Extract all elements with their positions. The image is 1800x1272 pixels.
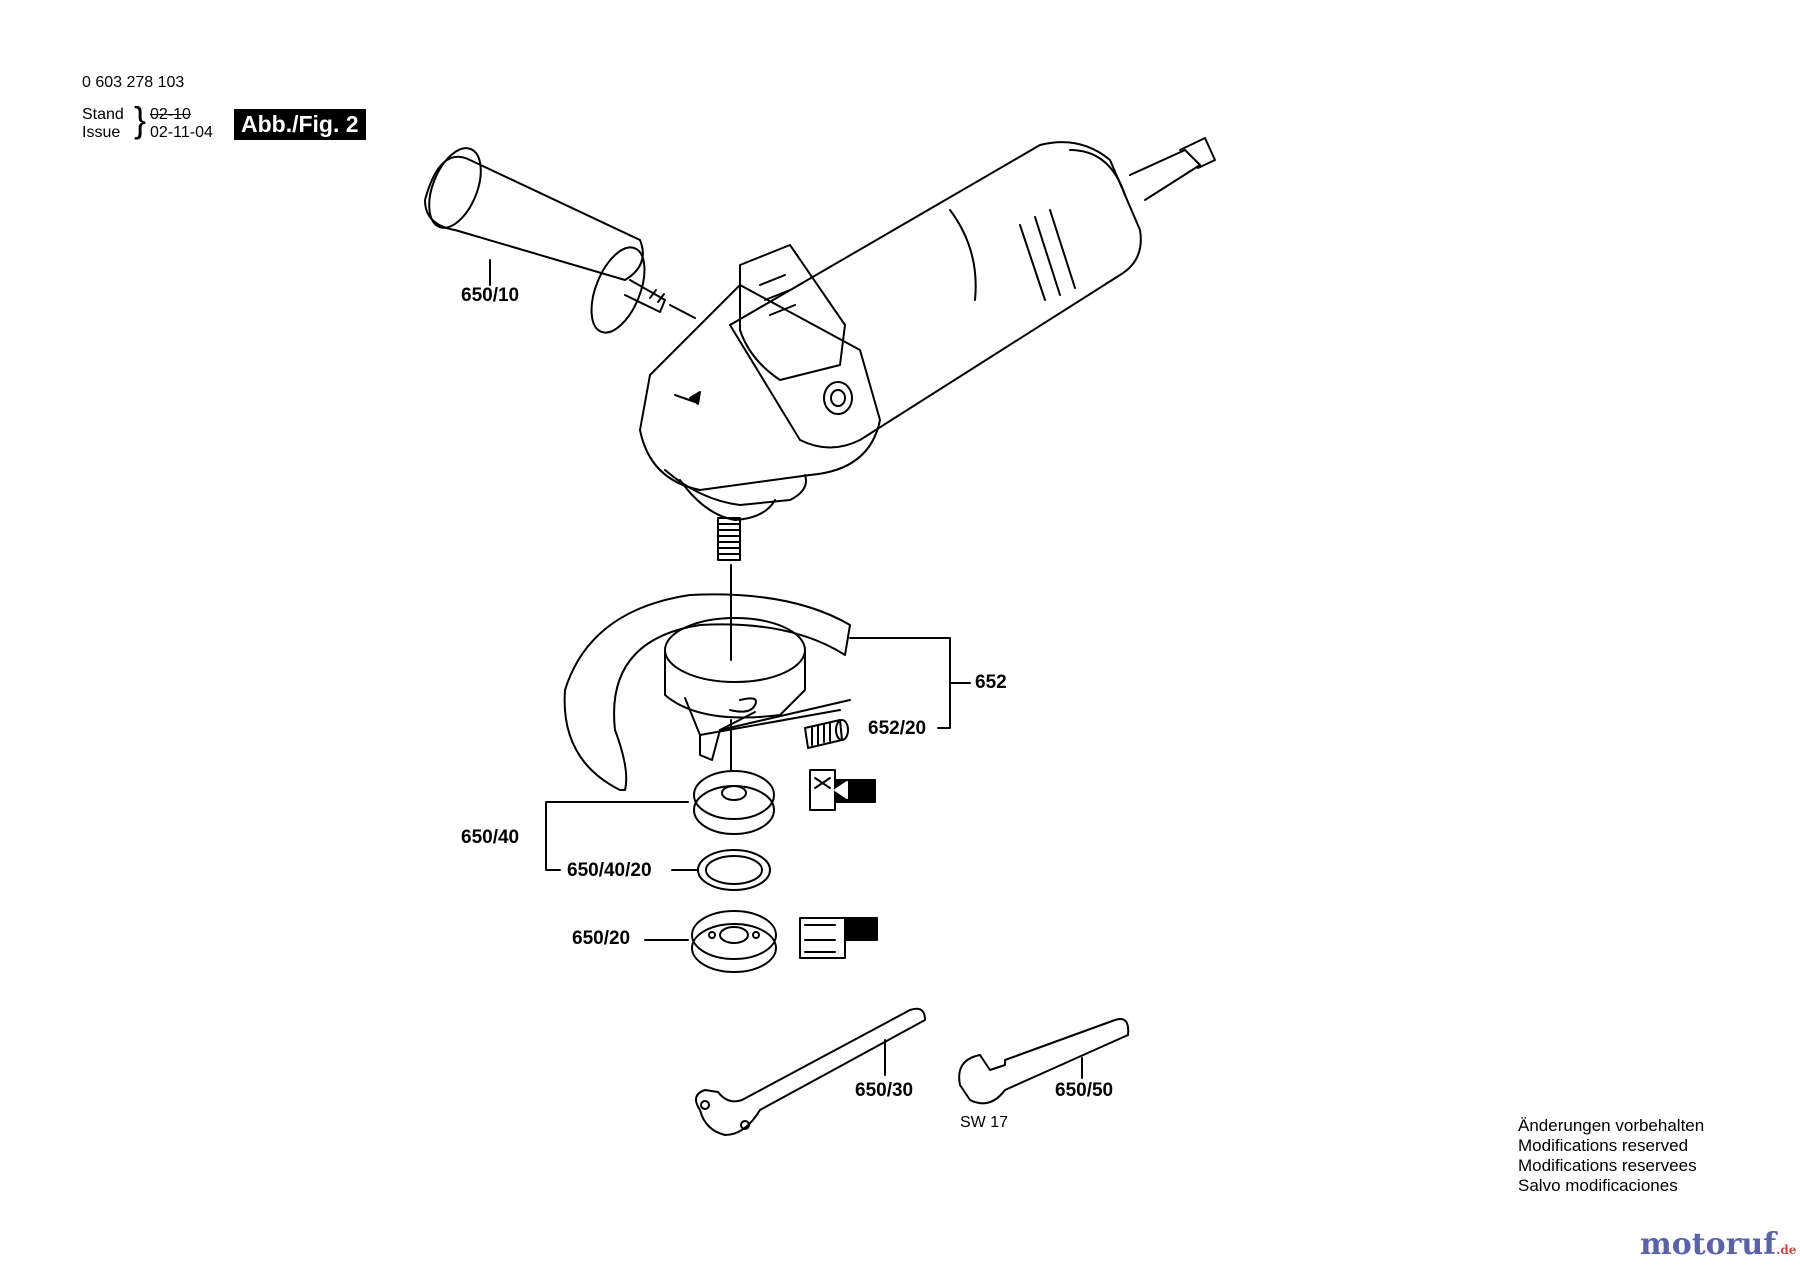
screw-drawing [804,719,849,749]
part-label-650-40-20: 650/40/20 [567,860,652,881]
watermark-logo: motoruf.de [1640,1227,1796,1262]
flange-drawing [693,769,876,835]
stand-label: Stand [82,106,124,123]
part-label-652-20: 652/20 [868,718,927,739]
part-label-650-50: 650/50 [1055,1080,1114,1101]
grinder-body-drawing [639,137,1216,561]
clamping-nut-drawing [691,910,878,973]
open-wrench-drawing [958,1018,1130,1105]
watermark-main: motoruf [1640,1227,1777,1262]
bracket-652 [849,637,951,729]
part-number: 0 603 278 103 [82,74,185,91]
issue-date: 02-11-04 [150,124,213,141]
watermark-suffix: .de [1776,1243,1797,1257]
modification-notes: Änderungen vorbehalten Modifications res… [1518,1116,1704,1196]
part-label-650-20: 650/20 [572,928,631,949]
old-date: 02-10 [150,106,191,123]
wrench-size-label: SW 17 [960,1114,1009,1131]
note-es: Salvo modificaciones [1518,1176,1678,1195]
part-label-650-10: 650/10 [461,285,520,306]
bracket-650-40 [545,801,689,871]
side-handle-drawing [424,147,696,334]
part-label-650-40: 650/40 [461,827,520,848]
figure-badge: Abb./Fig. 2 [234,109,366,140]
note-fr: Modifications reservees [1518,1156,1697,1175]
issue-label: Issue [82,124,121,141]
part-label-652: 652 [975,672,1007,693]
brace-glyph: } [134,99,147,140]
wheel-guard-drawing [563,593,851,791]
note-de: Änderungen vorbehalten [1518,1116,1705,1135]
part-label-650-30: 650/30 [855,1080,914,1101]
note-en: Modifications reserved [1518,1136,1689,1155]
spanner-drawing [695,1007,926,1136]
